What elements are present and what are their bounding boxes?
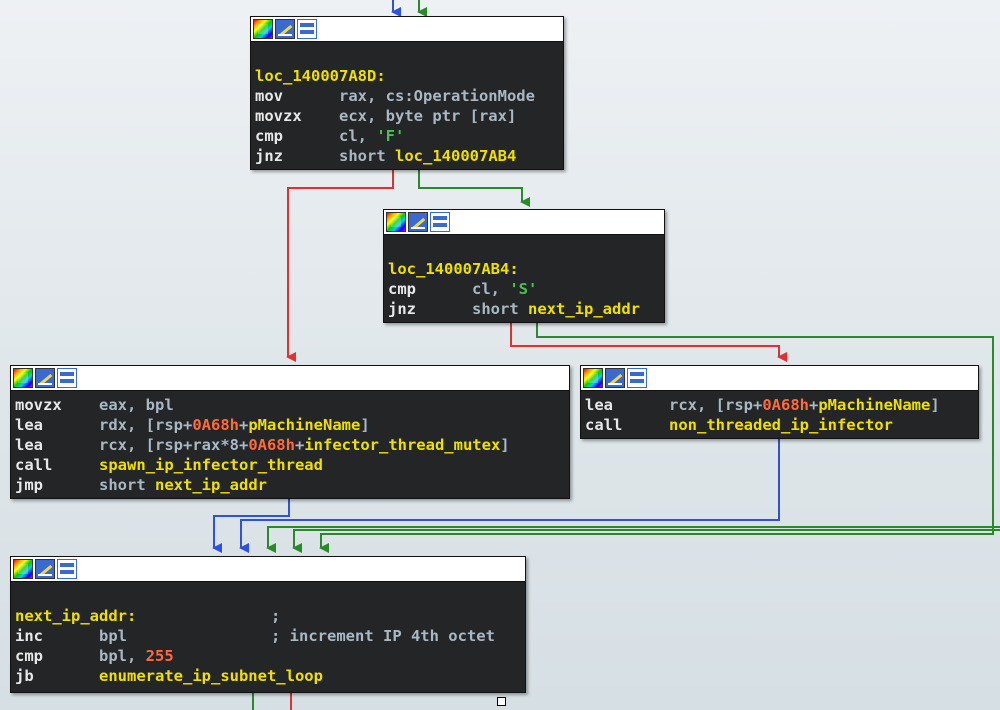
edge-b4-b5-blue (239, 437, 780, 553)
resize-handle[interactable] (497, 697, 506, 706)
edge-b1-b2 (418, 170, 530, 207)
group-nodes-icon[interactable] (430, 212, 450, 232)
block-label[interactable]: loc_140007AB4: (388, 260, 519, 278)
node-header (251, 17, 563, 42)
node-header (11, 557, 525, 582)
color-picker-icon[interactable] (253, 19, 273, 39)
node-header (11, 366, 569, 391)
edge-b3-b5-blue (212, 497, 290, 553)
rename-edit-icon[interactable] (275, 19, 295, 39)
edge-b1-b3 (286, 170, 394, 362)
group-nodes-icon[interactable] (57, 368, 77, 388)
edge-green-b (292, 529, 1000, 553)
edge-green-a (266, 526, 1000, 553)
color-picker-icon[interactable] (583, 368, 603, 388)
color-picker-icon[interactable] (13, 559, 33, 579)
rename-edit-icon[interactable] (35, 368, 55, 388)
rename-edit-icon[interactable] (605, 368, 625, 388)
edge-b2-b4 (510, 322, 787, 362)
rename-edit-icon[interactable] (408, 212, 428, 232)
label-row[interactable]: next_ip_addr:; (15, 607, 281, 625)
group-nodes-icon[interactable] (297, 19, 317, 39)
group-nodes-icon[interactable] (57, 559, 77, 579)
block-label: next_ip_addr: (15, 607, 137, 625)
color-picker-icon[interactable] (13, 368, 33, 388)
node-header (384, 210, 664, 235)
node-header (581, 366, 978, 391)
group-nodes-icon[interactable] (627, 368, 647, 388)
edge-b2-b5 (319, 322, 994, 553)
rename-edit-icon[interactable] (35, 559, 55, 579)
color-picker-icon[interactable] (386, 212, 406, 232)
block-label[interactable]: loc_140007A8D: (255, 67, 386, 85)
